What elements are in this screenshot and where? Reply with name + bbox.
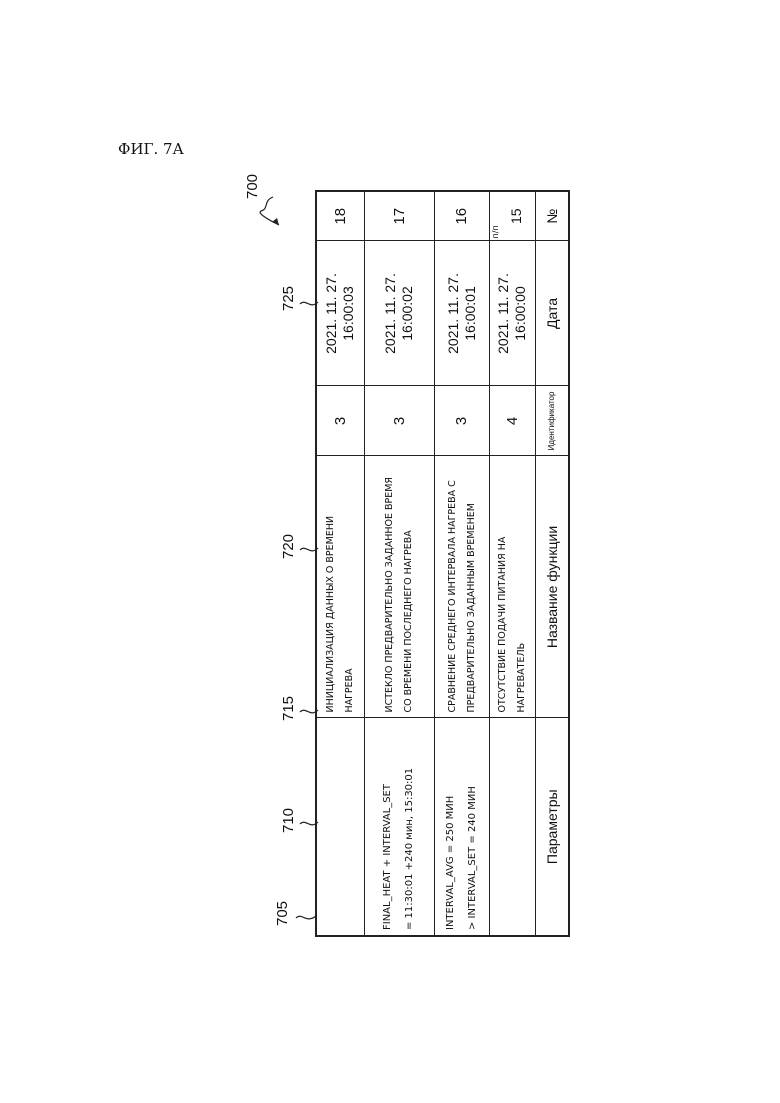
date-cell: 2021. 11. 27.16:00:00 bbox=[489, 241, 535, 386]
row-number: 15 bbox=[500, 197, 524, 236]
func-cell: ОТСУТСТВИЕ ПОДАЧИ ПИТАНИЯ НАНАГРЕВАТЕЛЬ bbox=[489, 456, 535, 718]
no-cell: 18 bbox=[316, 191, 364, 241]
ref-numeral-725: 725 bbox=[280, 286, 297, 311]
header-no-cell: № bbox=[535, 191, 569, 241]
func-cell: ИНИЦИАЛИЗАЦИЯ ДАННЫХ О ВРЕМЕНИНАГРЕВА bbox=[316, 456, 364, 718]
params-cell bbox=[316, 718, 364, 936]
no-cell: п/п 15 bbox=[489, 191, 535, 241]
table-header-row: Параметры Название функции Идентификатор… bbox=[535, 191, 569, 936]
params-cell: FINAL_HEAT + INTERVAL_SET= 11:30:01 +240… bbox=[364, 718, 434, 936]
table-row-18: ИНИЦИАЛИЗАЦИЯ ДАННЫХ О ВРЕМЕНИНАГРЕВА 3 … bbox=[316, 191, 364, 936]
ref-numeral-715: 715 bbox=[280, 696, 297, 721]
params-cell: INTERVAL_AVG = 250 МИН> INTERVAL_SET = 2… bbox=[434, 718, 489, 936]
ref-numeral-720: 720 bbox=[280, 534, 297, 559]
pp-label: п/п bbox=[491, 225, 500, 238]
header-id-cell: Идентификатор bbox=[535, 386, 569, 456]
header-date-cell: Дата bbox=[535, 241, 569, 386]
id-cell: 3 bbox=[364, 386, 434, 456]
no-cell: 17 bbox=[364, 191, 434, 241]
ref-numeral-710: 710 bbox=[280, 808, 297, 833]
no-cell: 16 bbox=[434, 191, 489, 241]
event-log-table-rotated: ИНИЦИАЛИЗАЦИЯ ДАННЫХ О ВРЕМЕНИНАГРЕВА 3 … bbox=[315, 190, 570, 937]
params-cell bbox=[489, 718, 535, 936]
date-cell: 2021. 11. 27.16:00:01 bbox=[434, 241, 489, 386]
header-func-cell: Название функции bbox=[535, 456, 569, 718]
func-cell: СРАВНЕНИЕ СРЕДНЕГО ИНТЕРВАЛА НАГРЕВА СПР… bbox=[434, 456, 489, 718]
figure-title: ФИГ. 7А bbox=[118, 140, 184, 158]
date-cell: 2021. 11. 27.16:00:03 bbox=[316, 241, 364, 386]
id-cell: 4 bbox=[489, 386, 535, 456]
table-row-15: ОТСУТСТВИЕ ПОДАЧИ ПИТАНИЯ НАНАГРЕВАТЕЛЬ … bbox=[489, 191, 535, 936]
id-cell: 3 bbox=[434, 386, 489, 456]
ref-numeral-705: 705 bbox=[274, 901, 291, 926]
header-params-cell: Параметры bbox=[535, 718, 569, 936]
id-cell: 3 bbox=[316, 386, 364, 456]
table-row-16: INTERVAL_AVG = 250 МИН> INTERVAL_SET = 2… bbox=[434, 191, 489, 936]
ref-700-leader bbox=[255, 195, 295, 235]
table-row-17: FINAL_HEAT + INTERVAL_SET= 11:30:01 +240… bbox=[364, 191, 434, 936]
func-cell: ИСТЕКЛО ПРЕДВАРИТЕЛЬНО ЗАДАННОЕ ВРЕМЯСО … bbox=[364, 456, 434, 718]
date-cell: 2021. 11. 27.16:00:02 bbox=[364, 241, 434, 386]
